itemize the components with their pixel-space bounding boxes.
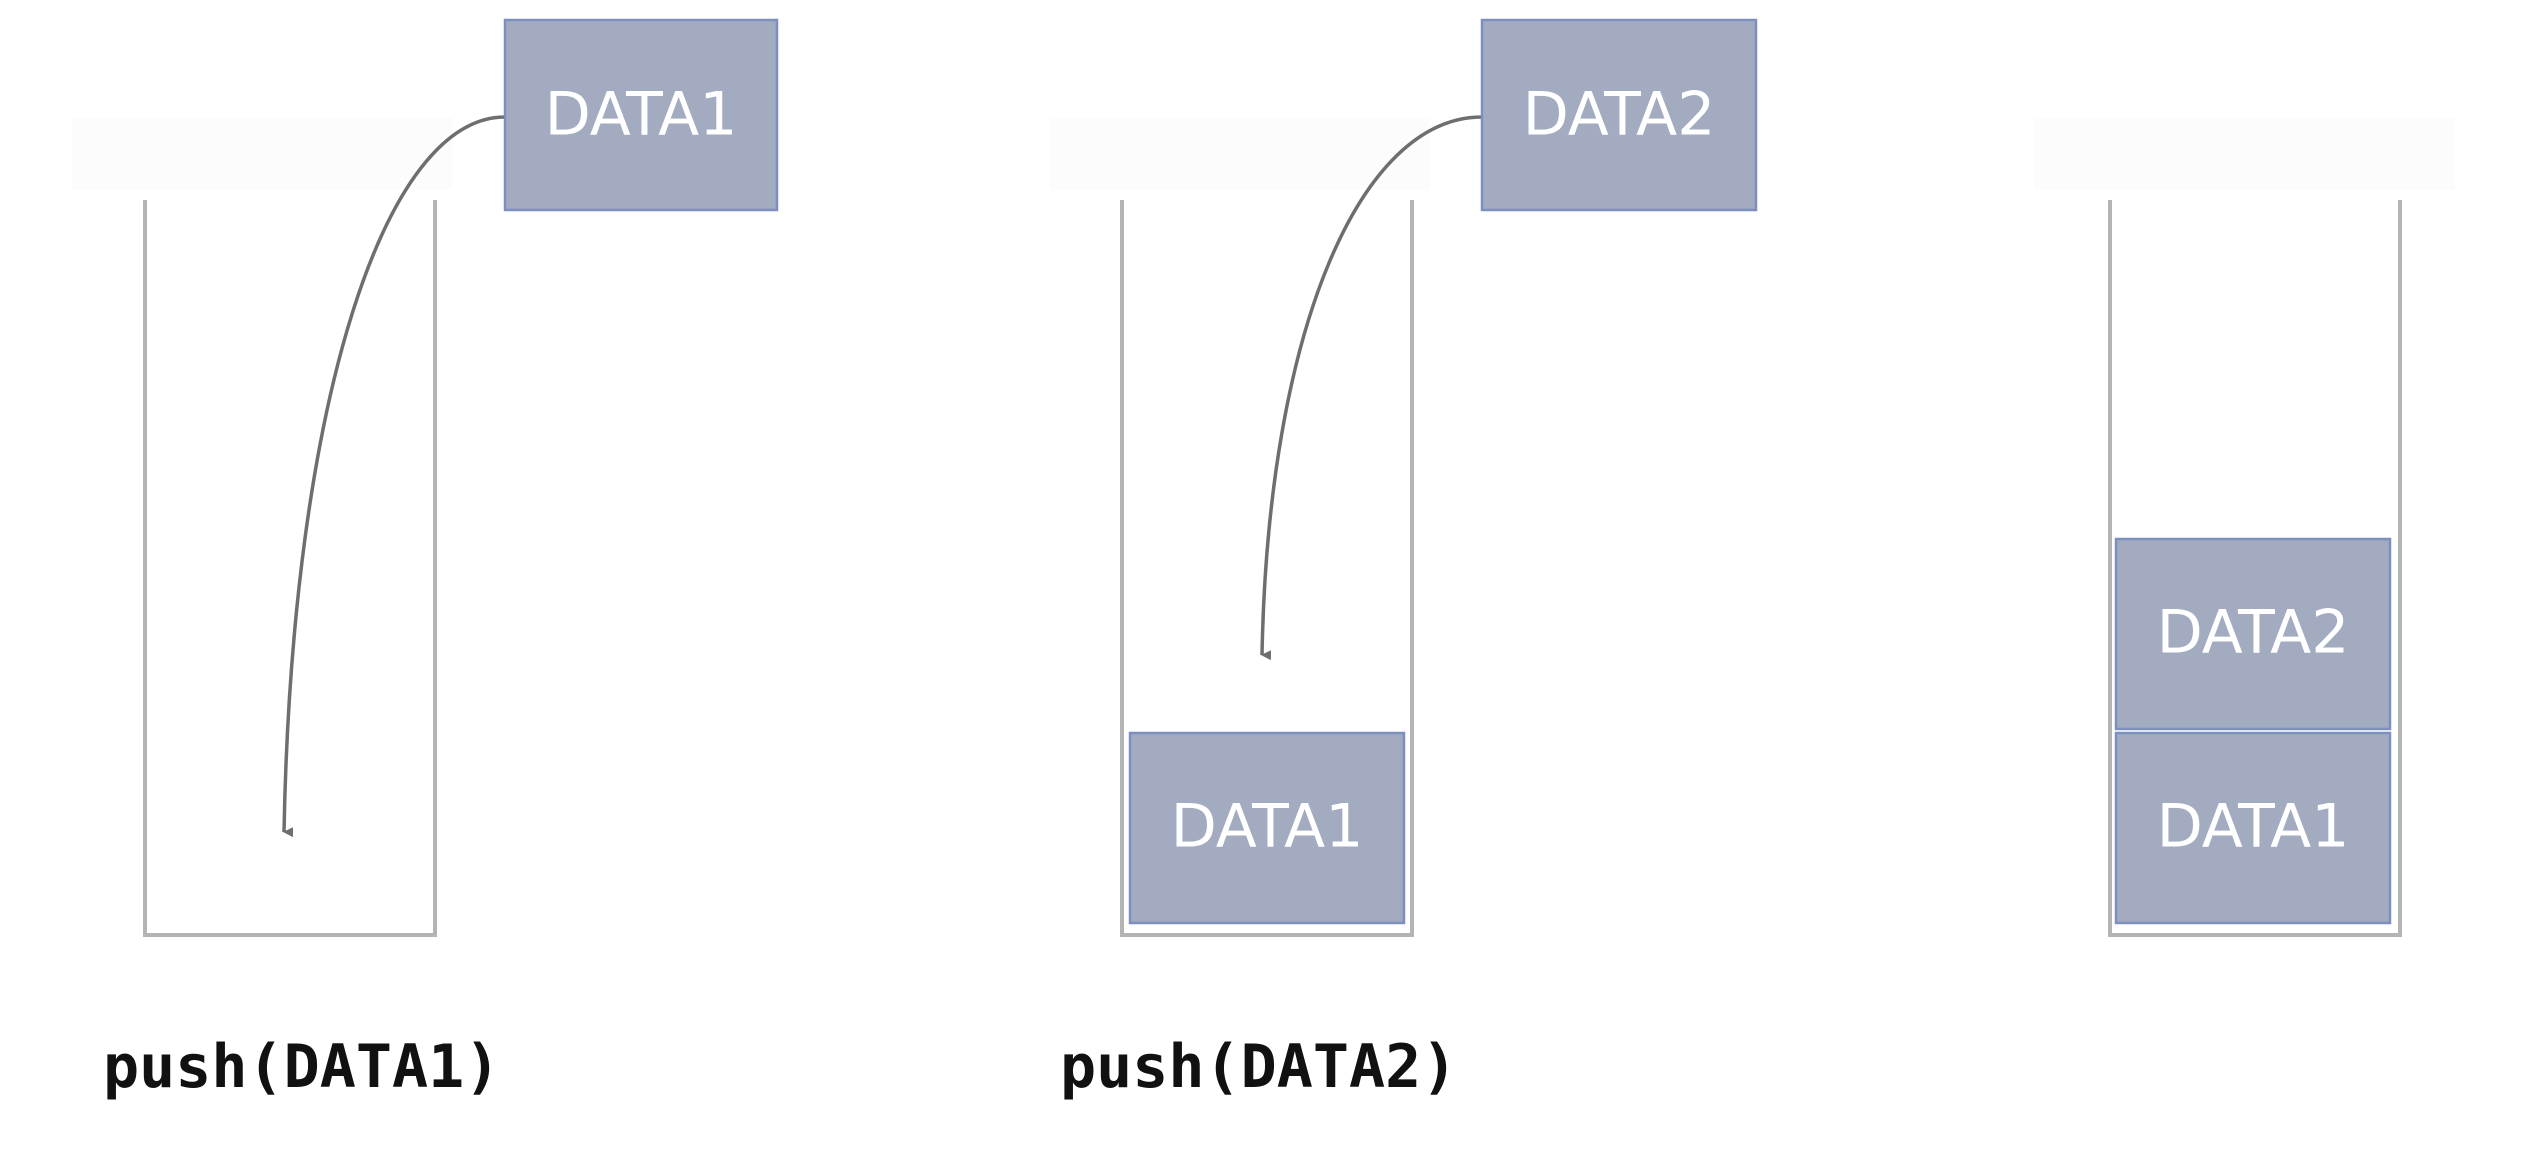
- step-3: DATA1 DATA2: [2035, 118, 2455, 937]
- block-label: DATA2: [1523, 80, 1716, 150]
- push-arrow: [1260, 115, 1483, 661]
- stack-container: [143, 200, 437, 937]
- stack-backdrop: [72, 118, 452, 190]
- push-arrow: [282, 115, 506, 838]
- incoming-data2-block: DATA2: [1480, 18, 1758, 212]
- step-1-caption: push(DATA1): [103, 1032, 501, 1102]
- incoming-data1-block: DATA1: [503, 18, 779, 212]
- block-label: DATA1: [2157, 792, 2350, 862]
- step-2: DATA1 DATA2: [1050, 18, 1758, 937]
- stack-backdrop: [1050, 118, 1430, 190]
- block-label: DATA1: [545, 80, 738, 150]
- block-label: DATA1: [1171, 792, 1364, 862]
- stack-container: [1120, 200, 1414, 937]
- stacked-data2-block: DATA2: [2114, 537, 2392, 731]
- stack-backdrop: [2035, 118, 2455, 190]
- step-2-caption: push(DATA2): [1060, 1032, 1458, 1102]
- stacked-data1-block: DATA1: [2114, 731, 2392, 925]
- step-1: DATA1: [72, 18, 779, 937]
- block-label: DATA2: [2157, 598, 2350, 668]
- stack-container: [2108, 200, 2402, 937]
- stacked-data1-block: DATA1: [1128, 731, 1406, 925]
